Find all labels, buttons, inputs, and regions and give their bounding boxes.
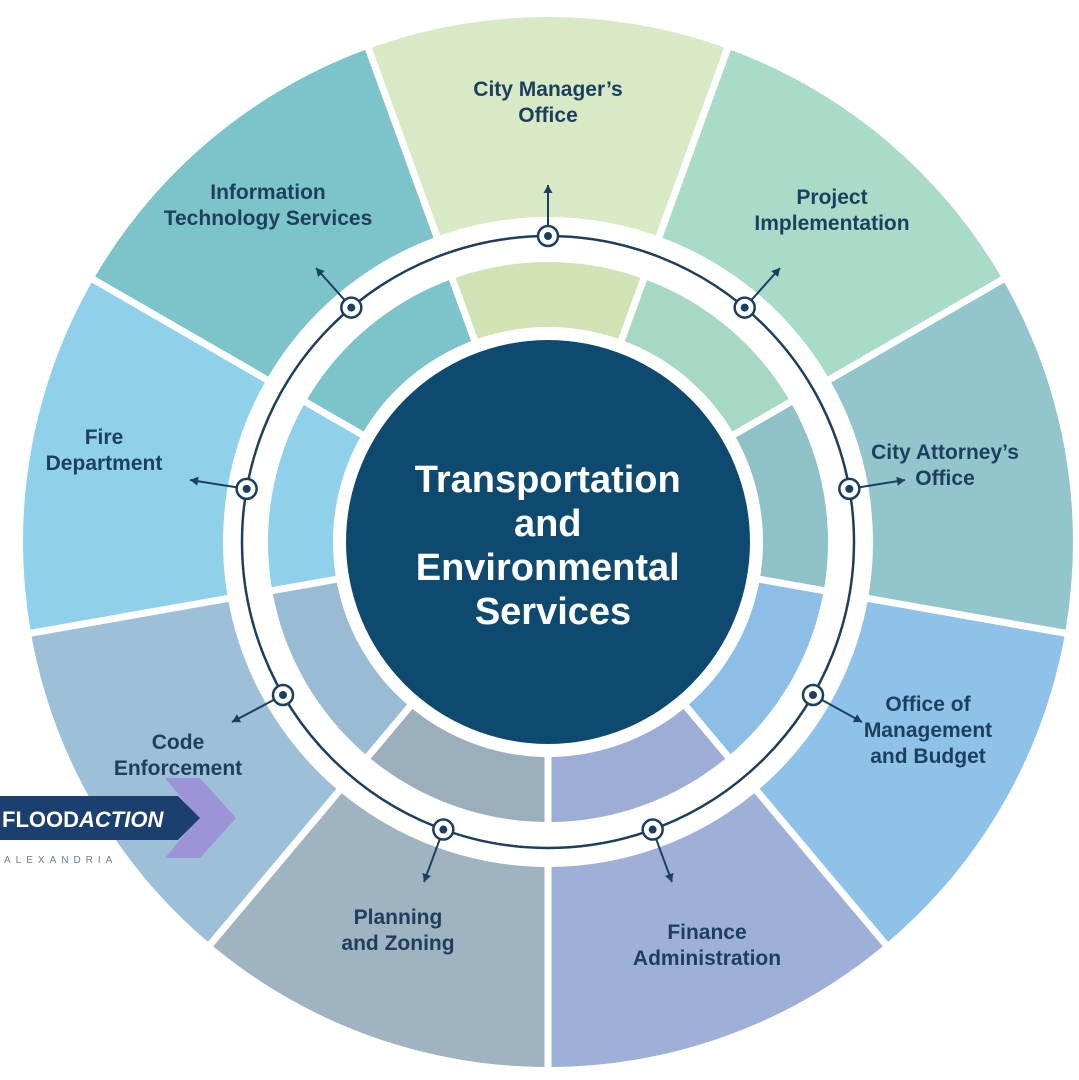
label-information-technology-services-line-2: Technology Services <box>164 207 373 230</box>
connector-node-dot-office-of-management-and-budget <box>809 691 818 699</box>
logo-arrow-dark <box>0 796 200 840</box>
arrowhead-icon-city-managers-office <box>543 185 553 193</box>
sector-city-managers-office <box>371 16 725 236</box>
center-title-line-4: Services <box>475 591 631 633</box>
inner-sector-code-enforcement <box>272 582 408 755</box>
arrowhead-icon-fire-department <box>190 476 199 486</box>
logo-name: FLOODACTION <box>2 807 164 832</box>
logo-subtitle: ALEXANDRIA <box>4 855 117 866</box>
arrowhead-icon-project-implementation <box>771 268 780 277</box>
label-office-of-management-and-budget-line-2: Management <box>864 719 992 742</box>
center-circle <box>346 340 750 744</box>
inner-sector-city-attorneys-office <box>735 405 828 588</box>
connector-node-dot-city-managers-office <box>544 232 552 240</box>
logo-arrow-light <box>165 778 236 858</box>
arrowhead-icon-planning-and-zoning <box>422 872 431 882</box>
inner-sector-information-technology-services <box>307 280 472 432</box>
logo-name-plain: FLOOD <box>2 807 79 832</box>
center-title-line-2: and <box>514 503 582 545</box>
label-city-managers-office-line-2: Office <box>518 104 578 127</box>
label-city-managers-office-line-1: City Manager’s <box>473 78 622 101</box>
label-office-of-management-and-budget-line-1: Office of <box>885 693 971 716</box>
sector-city-attorneys-office <box>831 282 1074 630</box>
connector-node-dot-information-technology-services <box>347 303 356 312</box>
connector-node-dot-finance-administration <box>648 825 657 834</box>
connector-node-dot-project-implementation <box>740 303 749 312</box>
inner-sector-finance-administration <box>551 708 726 822</box>
label-city-attorneys-office-line-2: Office <box>915 467 975 490</box>
floodaction-alexandria-logo: FLOODACTION ALEXANDRIA <box>0 778 236 866</box>
arrowhead-icon-information-technology-services <box>316 268 325 277</box>
inner-sector-office-of-management-and-budget <box>688 582 824 755</box>
label-project-implementation-line-2: Implementation <box>754 212 909 235</box>
sector-office-of-management-and-budget <box>759 601 1065 942</box>
connector-node-dot-fire-department <box>242 484 251 493</box>
label-fire-department-line-2: Department <box>46 452 163 475</box>
center-title: Transportation and Environmental Service… <box>415 459 692 633</box>
inner-sector-project-implementation <box>624 280 789 432</box>
arrowhead-icon-code-enforcement <box>232 714 242 723</box>
label-finance-administration-line-1: Finance <box>667 921 746 944</box>
label-code-enforcement-line-1: Code <box>152 731 205 754</box>
label-code-enforcement-line-2: Enforcement <box>114 757 242 780</box>
sector-finance-administration <box>551 793 883 1067</box>
label-planning-and-zoning-line-2: and Zoning <box>341 932 454 955</box>
label-project-implementation-line-1: Project <box>796 186 867 209</box>
label-office-of-management-and-budget: Office of Management and Budget <box>864 693 992 768</box>
inner-sector-planning-and-zoning <box>370 708 545 822</box>
inner-sector-city-managers-office <box>455 262 641 339</box>
label-city-attorneys-office-line-1: City Attorney’s <box>871 441 1019 464</box>
label-finance-administration-line-2: Administration <box>633 947 781 970</box>
arrowhead-icon-office-of-management-and-budget <box>852 714 862 723</box>
center-title-line-1: Transportation <box>415 459 681 501</box>
arrowhead-icon-city-attorneys-office <box>896 476 905 486</box>
connector-node-dot-code-enforcement <box>278 691 287 699</box>
logo-name-italic: ACTION <box>78 807 164 832</box>
connector-node-dot-city-attorneys-office <box>845 484 854 493</box>
label-office-of-management-and-budget-line-3: and Budget <box>870 745 986 768</box>
label-planning-and-zoning-line-1: Planning <box>354 906 443 929</box>
sector-code-enforcement <box>31 601 337 942</box>
sector-planning-and-zoning <box>213 793 545 1067</box>
sector-project-implementation <box>662 49 1001 377</box>
arrowhead-icon-finance-administration <box>665 872 674 882</box>
sector-fire-department <box>22 282 265 630</box>
inner-sector-fire-department <box>268 405 361 588</box>
label-information-technology-services-line-1: Information <box>210 181 326 204</box>
label-planning-and-zoning: Planning and Zoning <box>341 906 454 955</box>
center-title-line-3: Environmental <box>416 547 680 589</box>
label-fire-department-line-1: Fire <box>85 426 124 449</box>
connector-node-dot-planning-and-zoning <box>439 825 448 834</box>
sector-information-technology-services <box>95 49 434 377</box>
